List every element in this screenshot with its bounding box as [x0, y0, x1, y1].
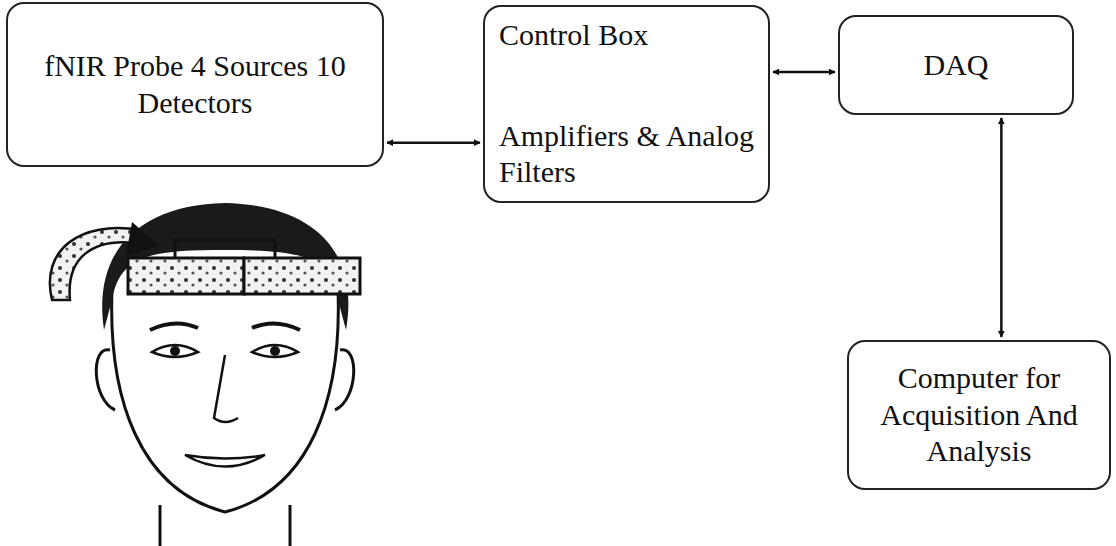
node-title: fNIR Probe 4 Sources 10 Detectors — [22, 48, 368, 121]
eyebrows — [150, 323, 300, 330]
node-title: Control Box — [499, 17, 648, 54]
probe-pad — [128, 258, 244, 294]
pupil — [270, 346, 280, 356]
probe-pad — [244, 258, 360, 294]
bidirectional-arrow — [773, 71, 835, 74]
ear — [335, 350, 354, 410]
control-box: Control BoxAmplifiers & Analog Filters — [483, 5, 770, 203]
computer-box: Computer for Acquisition And Analysis — [847, 340, 1111, 490]
bidirectional-arrow — [1000, 118, 1003, 337]
node-title: Computer for Acquisition And Analysis — [863, 360, 1095, 470]
mouth — [185, 455, 265, 467]
node-body: Amplifiers & Analog Filters — [499, 118, 754, 191]
face-outline — [112, 290, 339, 512]
pupil — [170, 346, 180, 356]
probe-box: fNIR Probe 4 Sources 10 Detectors — [6, 2, 384, 167]
node-title: DAQ — [924, 47, 989, 84]
ear — [96, 350, 115, 410]
pointer-arrowhead — [126, 222, 160, 256]
pointer-arrow — [50, 228, 140, 300]
probe-cable — [175, 240, 275, 258]
bidirectional-arrow — [387, 141, 480, 144]
nose — [214, 355, 238, 422]
daq-box: DAQ — [838, 15, 1074, 115]
